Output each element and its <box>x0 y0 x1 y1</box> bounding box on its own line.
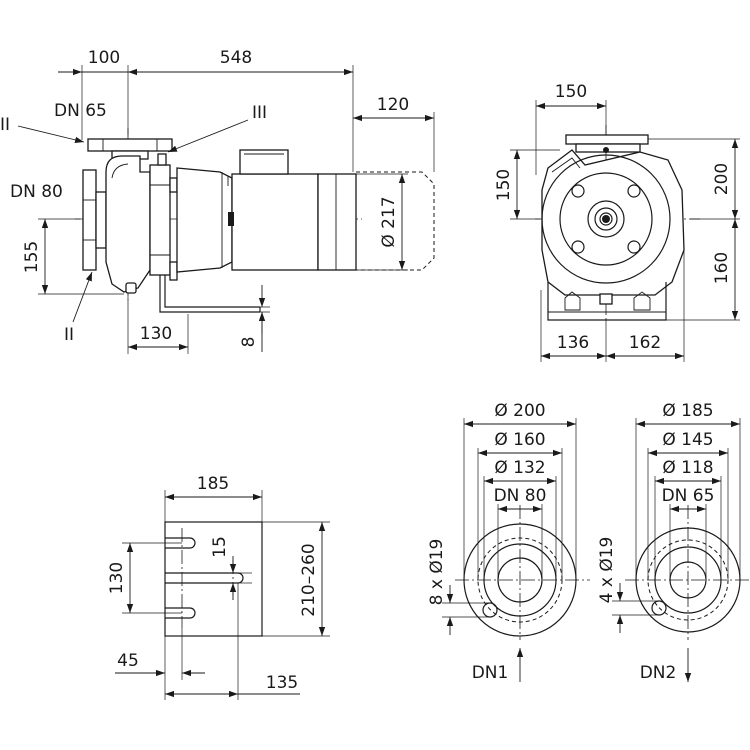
dn2-dim-bore: DN 65 <box>662 486 715 506</box>
foot-dim-135: 135 <box>266 673 298 693</box>
front-dim-150-left: 150 <box>494 169 514 201</box>
flange-dn1: Ø 200 Ø 160 Ø 132 DN 80 8 x Ø19 DN1 <box>427 401 590 683</box>
dn1-dim-bore: DN 80 <box>494 486 547 506</box>
dim-130: 130 <box>140 324 172 344</box>
dim-100: 100 <box>88 48 120 68</box>
front-dim-200: 200 <box>712 163 732 195</box>
outlet-flange <box>87 138 173 160</box>
terminal-box <box>239 149 289 175</box>
foot-slot-bottom <box>165 607 196 619</box>
foot-slot-middle <box>165 572 244 584</box>
label-dn-outlet: DN 65 <box>54 101 107 121</box>
front-dim-160: 160 <box>712 252 732 284</box>
vent-screw <box>157 153 167 166</box>
dn1-label: DN1 <box>472 663 509 683</box>
front-dim-150-top: 150 <box>555 82 587 102</box>
front-base <box>547 282 667 321</box>
dn2-dim-seal: Ø 118 <box>662 458 713 478</box>
dn1-dim-holes: 8 x Ø19 <box>427 539 447 606</box>
flange-dn2: Ø 185 Ø 145 Ø 118 DN 65 4 x Ø19 DN2 <box>597 401 750 683</box>
dim-155: 155 <box>22 241 42 273</box>
foot-dim-185: 185 <box>197 474 229 494</box>
foot-slot-top <box>165 537 196 549</box>
inlet-flange <box>82 169 107 271</box>
foot-dim-45: 45 <box>117 651 139 671</box>
foot-plate <box>164 521 263 637</box>
front-dim-162: 162 <box>629 333 661 353</box>
label-ii-top: II <box>0 115 10 135</box>
foot-dim-130: 130 <box>107 562 127 594</box>
dn2-dim-holes: 4 x Ø19 <box>597 537 617 604</box>
dim-diameter-217: Ø 217 <box>379 196 399 247</box>
dn2-dim-outer: Ø 185 <box>662 401 713 421</box>
base-frame <box>159 275 261 313</box>
bearing-bracket <box>149 153 178 281</box>
dn2-label: DN2 <box>640 663 677 683</box>
front-volute <box>541 149 685 296</box>
foot-dim-15: 15 <box>210 536 230 558</box>
label-dn-inlet: DN 80 <box>10 182 63 202</box>
foot-detail: 185 15 130 210–260 45 135 <box>107 474 330 700</box>
front-dim-136: 136 <box>557 333 589 353</box>
dn1-dim-outer: Ø 200 <box>494 401 545 421</box>
side-view: 100 548 120 Ø 217 155 130 8 DN 65 DN 80 … <box>0 48 435 354</box>
dim-8: 8 <box>239 337 259 348</box>
drain-plug <box>125 282 137 294</box>
dn2-dim-bolt-circle: Ø 145 <box>662 430 713 450</box>
front-view: 150 150 200 160 136 162 <box>494 82 740 362</box>
label-ii-bottom: II <box>64 325 74 345</box>
motor-adapter <box>176 167 233 273</box>
fan-removal-space <box>356 171 435 271</box>
dim-120: 120 <box>377 95 409 115</box>
motor-body <box>227 173 357 271</box>
front-outlet-flange <box>565 134 649 145</box>
dn1-dim-bolt-circle: Ø 160 <box>494 430 545 450</box>
dim-548: 548 <box>220 48 252 68</box>
label-iii: III <box>252 103 267 123</box>
foot-dim-210-260: 210–260 <box>299 543 319 616</box>
dn1-dim-seal: Ø 132 <box>494 458 545 478</box>
